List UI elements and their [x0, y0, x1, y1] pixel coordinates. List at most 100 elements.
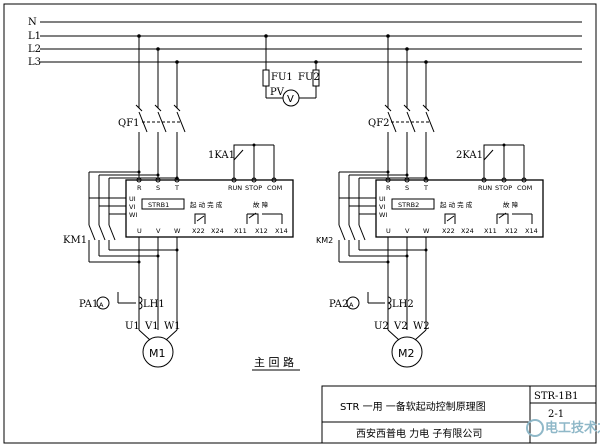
fuse-2-label: FU2: [298, 72, 320, 83]
motor-m2-label: M2: [398, 347, 415, 360]
module-1-stop: STOP: [245, 184, 262, 192]
module-1-vi: VI: [129, 203, 135, 211]
breaker-qf2-label: QF2: [368, 118, 390, 129]
ammeter-pa1-label: PA1: [79, 299, 98, 310]
diagram-caption: 主 回 路: [254, 356, 294, 369]
transformer-lh1-icon: [138, 296, 143, 310]
module-2-start-done: 起 动 完 成: [440, 200, 473, 209]
module-1-u: U: [137, 227, 142, 235]
module-1-nameplate: [141, 198, 185, 210]
contactor-km2-icon: [338, 170, 428, 263]
ammeter-pa2-symbol: A: [349, 301, 354, 309]
module-2-run: RUN: [478, 184, 492, 192]
module-2-u: U: [386, 227, 391, 235]
module-1-wi: WI: [129, 211, 137, 219]
breaker-qf2-icon: [384, 104, 435, 180]
module-2-x22: X22: [442, 227, 455, 235]
breaker-qf1-label: QF1: [118, 118, 140, 129]
bus-label-l1: L1: [28, 31, 41, 42]
module-1-com: COM: [267, 184, 282, 192]
module-2-w: W: [423, 227, 430, 235]
ammeter-pa1-icon: [96, 296, 110, 310]
soft-starter-2: [375, 179, 544, 238]
ammeter-pa2-label: PA2: [329, 299, 348, 310]
module-2-v: V: [405, 227, 410, 235]
relay-1ka1-label: 1KA1: [208, 150, 235, 161]
module-2-ui: UI: [379, 195, 386, 203]
ammeter-pa1-symbol: A: [99, 301, 104, 309]
unit-1: QF1 1KA1 R S T RUN STOP COM UI VI WI STR…: [63, 34, 294, 368]
transformer-lh2-label: LH2: [392, 299, 414, 310]
module-1-w: W: [174, 227, 181, 235]
sheet-number: 2-1: [548, 409, 564, 420]
bus-lines: N L1 L2 L3: [28, 17, 582, 68]
transformer-lh2-icon: [387, 296, 392, 310]
motor-m2-icon: [391, 336, 423, 368]
contactor-km1-label: KM1: [63, 235, 87, 246]
module-2-wi: WI: [379, 211, 387, 219]
module-2-t: T: [423, 184, 428, 192]
ammeter-pa2-icon: [346, 296, 360, 310]
drawing-title: STR 一用 一备软起动控制原理图: [340, 400, 486, 413]
module-2-s: S: [405, 184, 409, 192]
module-1-x22: X22: [192, 227, 205, 235]
terminal-w1: W1: [164, 321, 181, 332]
voltmeter-icon: [282, 89, 300, 107]
module-1-x14: X14: [275, 227, 288, 235]
motor-m1-label: M1: [149, 347, 166, 360]
terminal-u2: U2: [374, 321, 389, 332]
bus-label-l2: L2: [28, 44, 41, 55]
unit-2: QF2 2KA1 R S T RUN STOP COM UI VI WI STR…: [316, 34, 544, 368]
relay-2ka1-icon: [483, 143, 525, 180]
company-name: 西安西普电 力电 子有限公司: [356, 427, 482, 440]
module-2-fault: 故 障: [503, 200, 519, 209]
module-2-name: STRB2: [398, 201, 419, 209]
watermark-logo-icon: [526, 419, 544, 437]
voltmeter-symbol: V: [287, 94, 294, 105]
relay-1ka1-icon: [233, 143, 275, 180]
module-2-x14: X14: [525, 227, 538, 235]
module-2-com: COM: [517, 184, 532, 192]
breaker-qf1-icon: [135, 104, 186, 180]
module-1-ui: UI: [129, 195, 136, 203]
module-1-run: RUN: [228, 184, 242, 192]
terminal-v2: V2: [393, 321, 408, 332]
module-1-s: S: [156, 184, 160, 192]
fuse-1-label: FU1: [271, 72, 293, 83]
watermark-text: 电工技术之家: [545, 420, 600, 436]
drawing-number: STR-1B1: [534, 391, 579, 402]
module-1-start-done: 起 动 完 成: [190, 200, 223, 209]
drawing-frame: [3, 3, 597, 444]
module-1-x12: X12: [255, 227, 268, 235]
soft-starter-1: [125, 179, 294, 238]
module-2-x11: X11: [484, 227, 497, 235]
module-1-x24: X24: [211, 227, 224, 235]
terminal-u1: U1: [125, 321, 140, 332]
module-2-stop: STOP: [495, 184, 512, 192]
module-2-x12: X12: [505, 227, 518, 235]
contactor-km2-label: KM2: [316, 236, 333, 245]
terminal-w2: W2: [413, 321, 430, 332]
module-2-x24: X24: [461, 227, 474, 235]
bus-label-n: N: [28, 17, 37, 28]
module-2-vi: VI: [379, 203, 385, 211]
module-1-fault: 故 障: [253, 200, 269, 209]
transformer-lh1-label: LH1: [143, 299, 165, 310]
fuse-1: [262, 69, 270, 87]
module-1-r: R: [137, 184, 142, 192]
motor-m1-icon: [142, 336, 174, 368]
terminal-v1: V1: [144, 321, 159, 332]
module-1-name: STRB1: [148, 201, 169, 209]
contactor-km1-icon: [88, 170, 179, 263]
module-1-v: V: [156, 227, 161, 235]
voltmeter-branch: FU1 FU2 V PV: [262, 34, 320, 107]
module-1-t: T: [174, 184, 179, 192]
module-2-nameplate: [391, 198, 435, 210]
relay-2ka1-label: 2KA1: [456, 150, 483, 161]
module-1-x11: X11: [234, 227, 247, 235]
bus-label-l3: L3: [28, 57, 41, 68]
title-block: STR 一用 一备软起动控制原理图 西安西普电 力电 子有限公司 STR-1B1…: [321, 385, 597, 444]
module-2-r: R: [386, 184, 391, 192]
voltmeter-label: PV: [270, 87, 285, 98]
